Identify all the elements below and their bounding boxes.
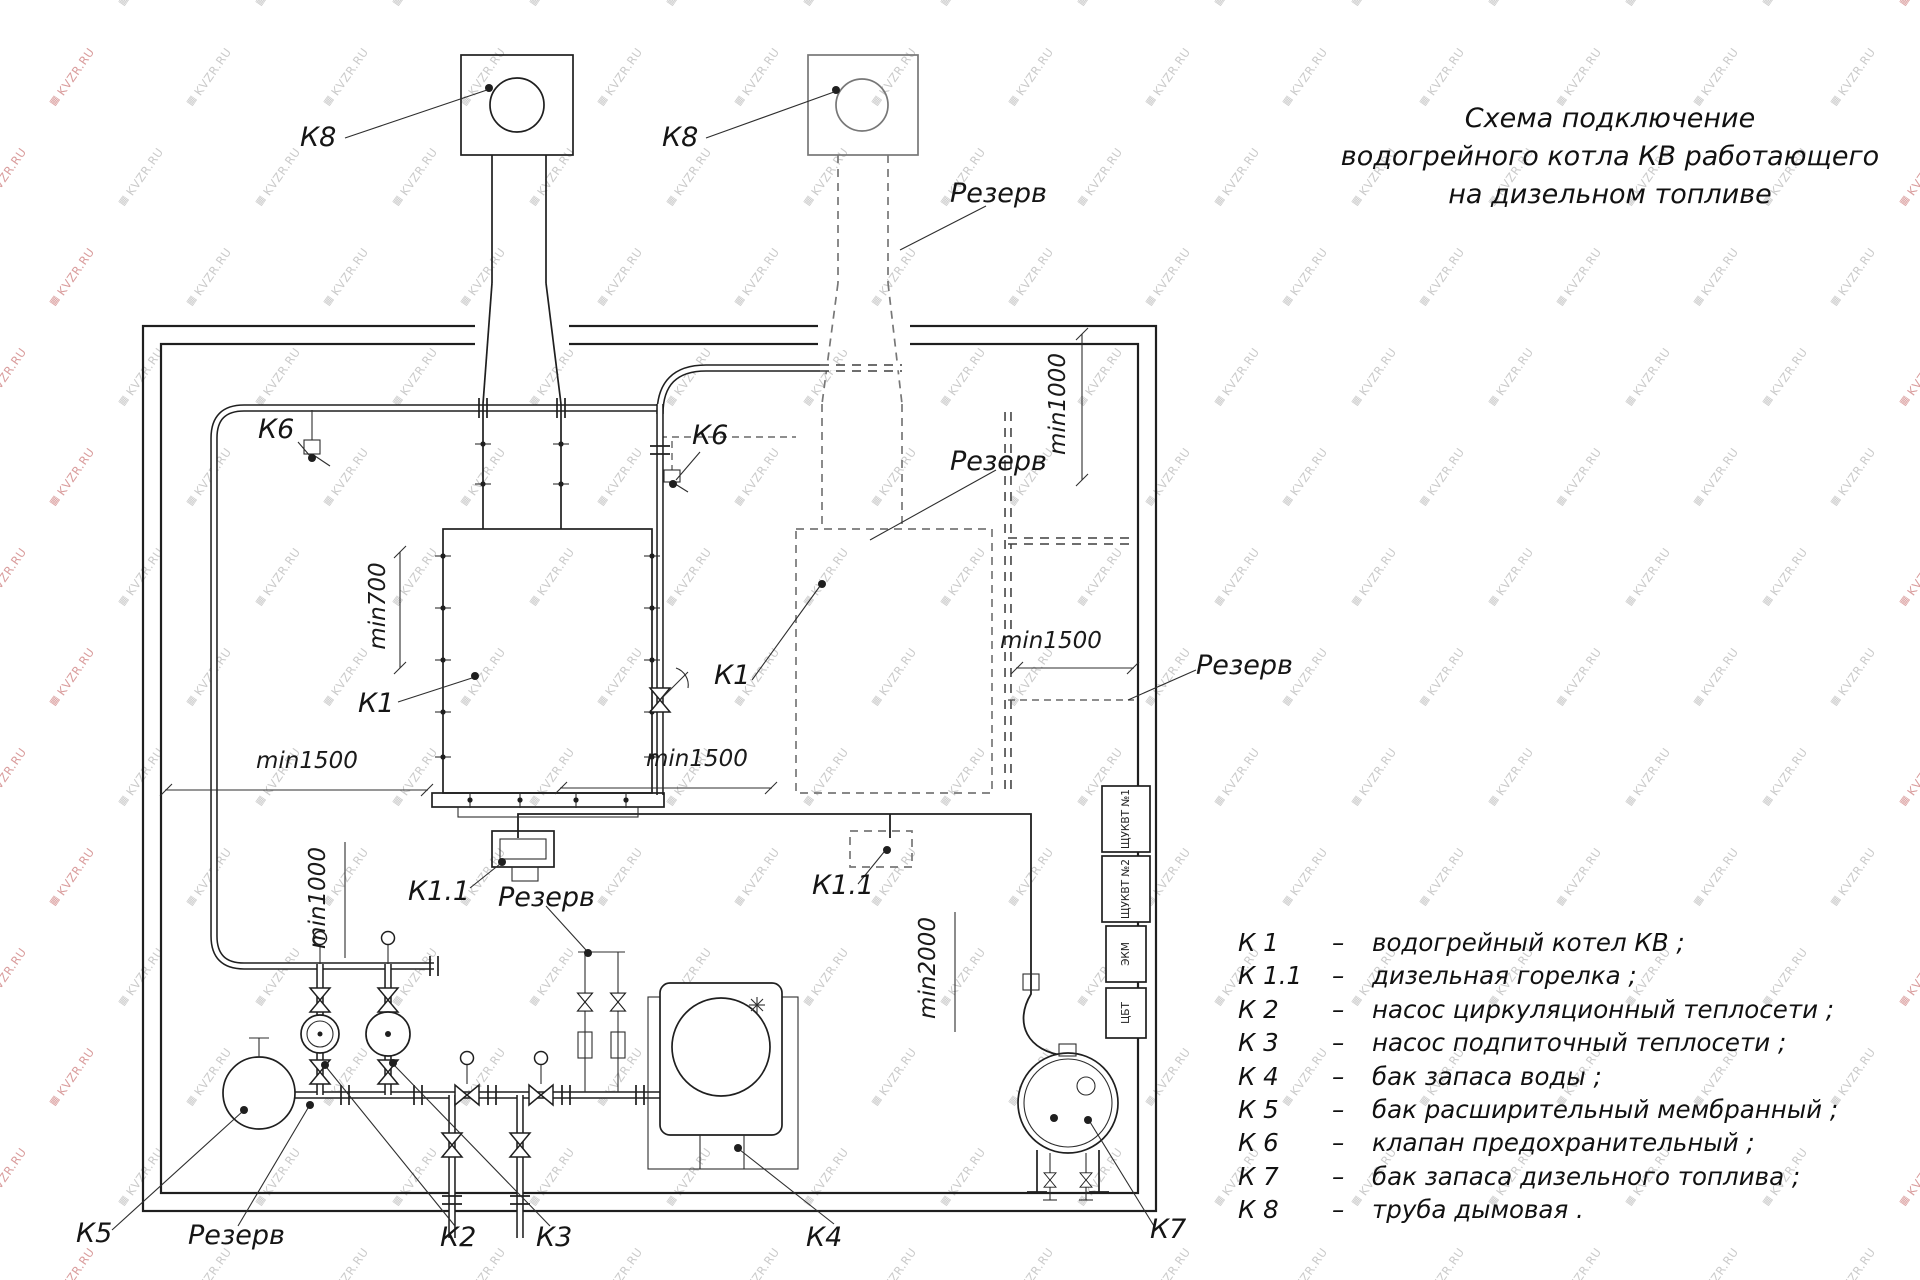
legend-separator: – <box>1332 1061 1345 1091</box>
title-line-2: водогрейного котла КВ работающего <box>1340 141 1880 172</box>
legend-separator: – <box>1332 994 1345 1024</box>
legend-key: К 4 <box>1238 1061 1279 1091</box>
legend-item-k1: К 1 – водогрейный котел КВ ; <box>1238 928 1838 961</box>
legend-desc: насос циркуляционный теплосети ; <box>1372 994 1835 1024</box>
wall-panels <box>1101 785 1151 1039</box>
legend-key: К 2 <box>1238 994 1279 1024</box>
water-tank-k4 <box>647 982 799 1170</box>
leader-lines <box>111 89 1197 1231</box>
legend-key: К 8 <box>1238 1195 1279 1225</box>
legend-desc: водогрейный котел КВ ; <box>1372 928 1685 957</box>
legend-separator: – <box>1332 1128 1345 1158</box>
legend-separator: – <box>1332 1161 1345 1191</box>
room-walls <box>141 318 1158 1213</box>
legend-desc: бак запаса воды ; <box>1372 1061 1602 1091</box>
pump-group <box>300 930 411 1085</box>
legend-desc: клапан предохранительный ; <box>1372 1128 1755 1158</box>
legend-desc: бак расширительный мембранный ; <box>1372 1094 1839 1124</box>
fuel-station <box>576 951 627 1092</box>
title-line-3: на дизельном топливе <box>1448 179 1772 210</box>
fuel-line <box>517 813 1068 1057</box>
dimension-lines <box>159 327 1140 1032</box>
legend-separator: – <box>1332 1094 1345 1124</box>
boiler-k1 <box>431 54 665 818</box>
legend-item-k6: К 6 – клапан предохранительный ; <box>1238 1128 1838 1161</box>
star-icon <box>749 997 765 1013</box>
title-line-1: Схема подключение <box>1464 103 1756 134</box>
legend-item-k3: К 3 – насос подпиточный теплосети ; <box>1238 1028 1838 1061</box>
diesel-tank-k7 <box>1017 1043 1119 1201</box>
reserve-pipes <box>1008 412 1136 795</box>
legend-key: К 3 <box>1238 1028 1279 1058</box>
legend-item-k8: К 8 – труба дымовая . <box>1238 1195 1838 1228</box>
expansion-tank-k5 <box>222 1037 296 1130</box>
legend-separator: – <box>1332 1195 1345 1225</box>
butterfly-valve <box>649 667 689 713</box>
legend-key: К 5 <box>1238 1094 1279 1124</box>
legend-desc: дизельная горелка ; <box>1372 961 1637 991</box>
legend-desc: труба дымовая . <box>1372 1195 1584 1225</box>
legend-key: К 1 <box>1238 928 1279 957</box>
reserve-boiler <box>660 54 993 868</box>
legend-separator: – <box>1332 928 1345 957</box>
legend-key: К 6 <box>1238 1128 1279 1158</box>
burner-k11 <box>491 830 555 882</box>
legend-separator: – <box>1332 961 1345 991</box>
safety-valve-k6-left <box>303 410 331 467</box>
legend-item-k5: К 5 – бак расширительный мембранный ; <box>1238 1095 1838 1128</box>
legend-item-k7: К 7 – бак запаса дизельного топлива ; <box>1238 1162 1838 1195</box>
legend-desc: бак запаса дизельного топлива ; <box>1372 1161 1801 1191</box>
main-pipes <box>214 368 902 1238</box>
legend-item-k11: К 1.1 – дизельная горелка ; <box>1238 961 1838 994</box>
drawing-title: Схема подключение водогрейного котла КВ … <box>1320 100 1900 214</box>
legend: К 1 – водогрейный котел КВ ; К 1.1 – диз… <box>1238 928 1838 1229</box>
legend-item-k2: К 2 – насос циркуляционный теплосети ; <box>1238 995 1838 1028</box>
legend-key: К 1.1 <box>1238 961 1303 991</box>
legend-desc: насос подпиточный теплосети ; <box>1372 1028 1787 1058</box>
legend-key: К 7 <box>1238 1161 1279 1191</box>
legend-item-k4: К 4 – бак запаса воды ; <box>1238 1062 1838 1095</box>
legend-separator: – <box>1332 1028 1345 1058</box>
